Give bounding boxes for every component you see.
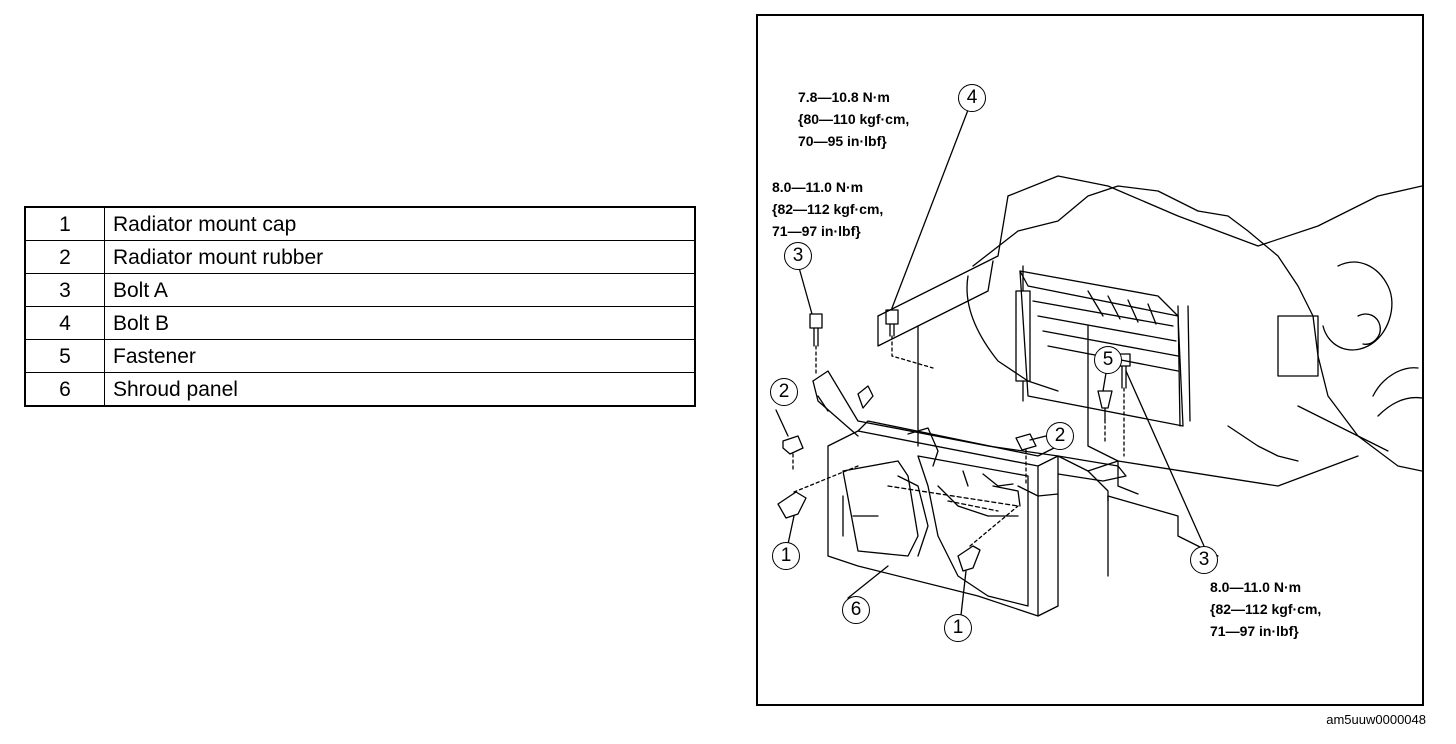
part-number: 2	[24, 240, 105, 274]
table-row: 1 Radiator mount cap	[24, 206, 696, 241]
table-row: 5 Fastener	[24, 339, 696, 373]
callout-bolt-a-right: 3	[1190, 546, 1218, 574]
part-name: Shroud panel	[104, 372, 696, 407]
part-number: 5	[24, 339, 105, 373]
part-name: Radiator mount cap	[104, 206, 696, 241]
callout-mount-cap-left: 1	[772, 542, 800, 570]
part-number: 3	[24, 273, 105, 307]
table-row: 4 Bolt B	[24, 306, 696, 340]
part-name: Radiator mount rubber	[104, 240, 696, 274]
figure-code: am5uuw0000048	[1326, 712, 1426, 727]
parts-table: 1 Radiator mount cap 2 Radiator mount ru…	[24, 206, 696, 407]
callout-bolt-a-left: 3	[784, 242, 812, 270]
callout-mount-rubber-left: 2	[770, 378, 798, 406]
torque-spec-bolt-a-left: 8.0—11.0 N·m {82—112 kgf·cm, 71—97 in·lb…	[772, 179, 884, 239]
part-name: Bolt B	[104, 306, 696, 340]
torque-spec-bolt-b: 7.8—10.8 N·m {80—110 kgf·cm, 70—95 in·lb…	[798, 89, 910, 149]
part-number: 4	[24, 306, 105, 340]
table-row: 2 Radiator mount rubber	[24, 240, 696, 274]
callout-mount-rubber-right: 2	[1046, 422, 1074, 450]
radiator-shroud-drawing	[775, 109, 1422, 625]
exploded-view-figure: 7.8—10.8 N·m {80—110 kgf·cm, 70—95 in·lb…	[756, 14, 1424, 706]
callout-bolt-b: 4	[958, 84, 986, 112]
callout-fastener: 5	[1094, 346, 1122, 374]
callout-shroud-panel: 6	[842, 596, 870, 624]
callout-mount-cap-right: 1	[944, 614, 972, 642]
table-row: 3 Bolt A	[24, 273, 696, 307]
torque-spec-bolt-a-right: 8.0—11.0 N·m {82—112 kgf·cm, 71—97 in·lb…	[1210, 579, 1322, 639]
part-number: 1	[24, 206, 105, 241]
part-name: Fastener	[104, 339, 696, 373]
part-number: 6	[24, 372, 105, 407]
part-name: Bolt A	[104, 273, 696, 307]
table-row: 6 Shroud panel	[24, 372, 696, 407]
